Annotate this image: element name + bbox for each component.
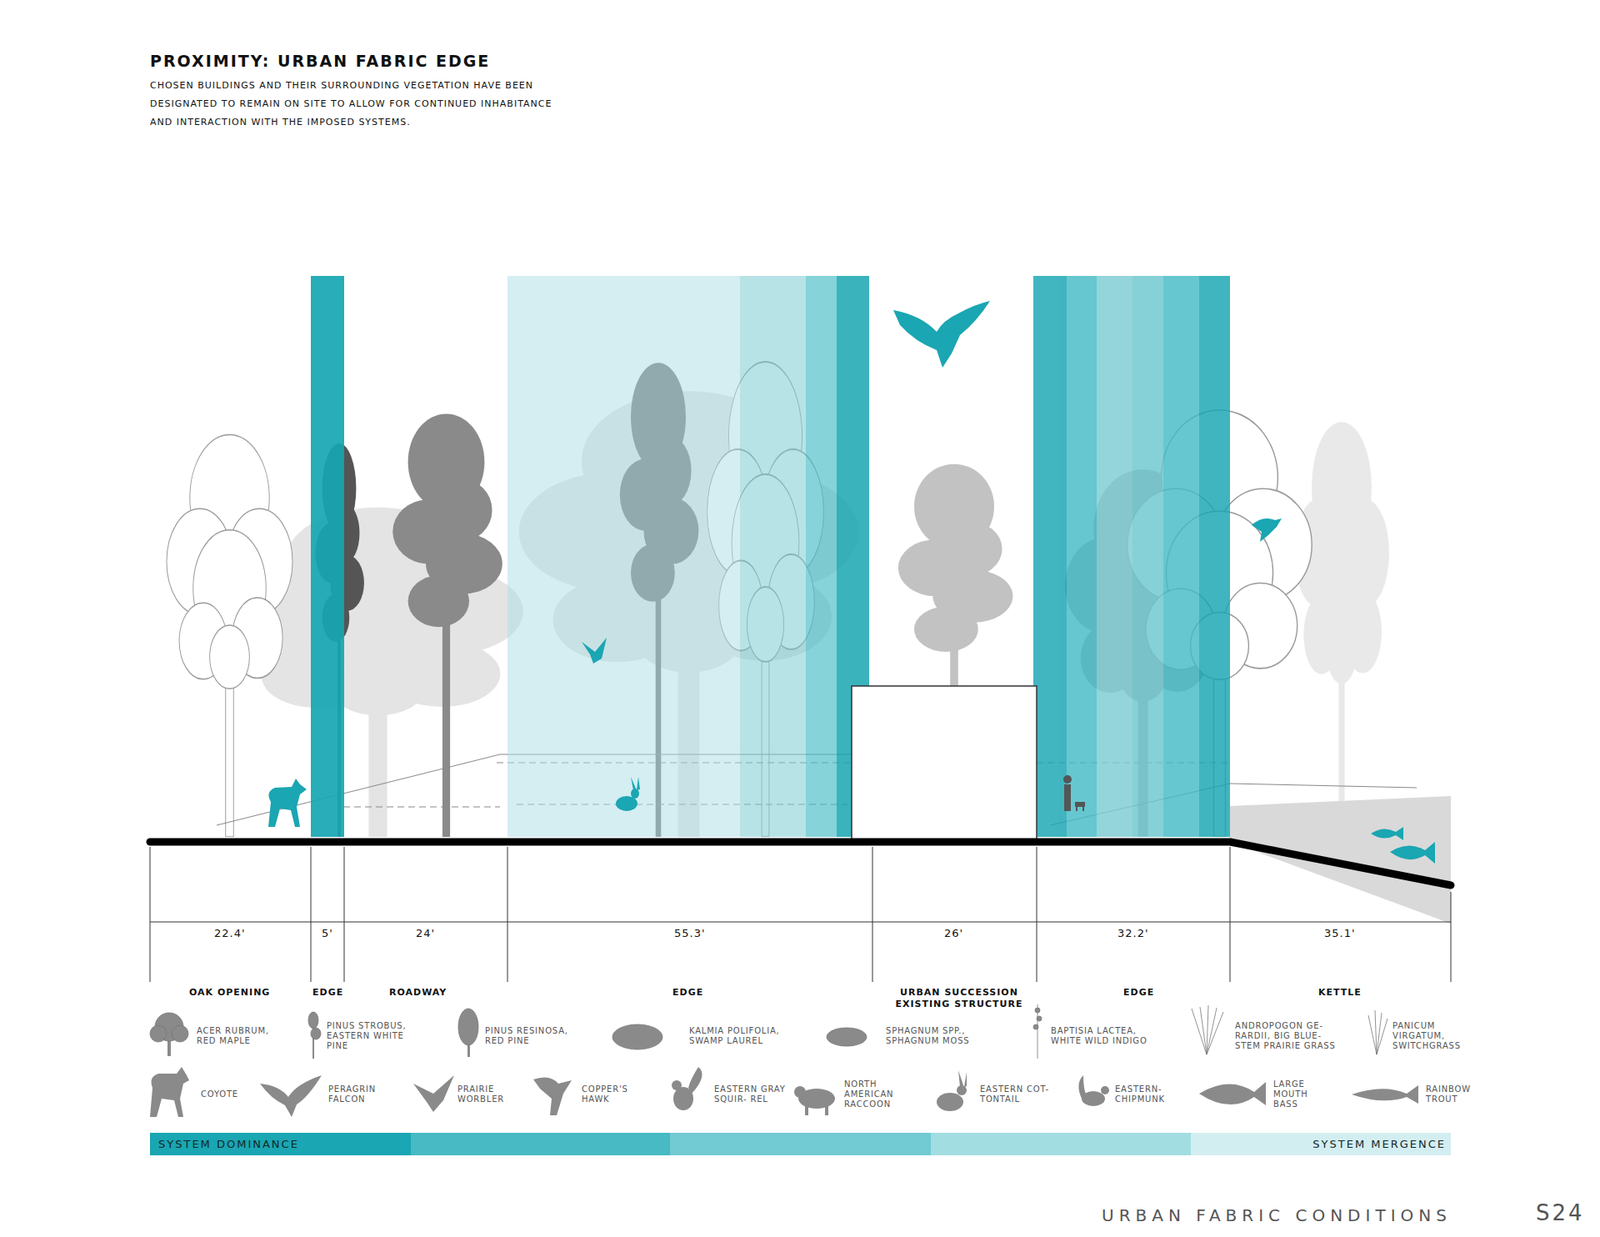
ground-line bbox=[150, 841, 1451, 885]
fauna-label: LARGE MOUTH BASS bbox=[1273, 1079, 1322, 1110]
species-label: BAPTISIA LACTEA, WHITE WILD INDIGO bbox=[1050, 1025, 1170, 1046]
legend-swatch: SYSTEM DOMINANCE bbox=[150, 1132, 411, 1155]
fauna-icon bbox=[150, 1066, 1419, 1117]
fauna-label: PRAIRIE WORBLER bbox=[457, 1084, 518, 1105]
person bbox=[1063, 775, 1085, 811]
zone-label: EDGE bbox=[1123, 986, 1155, 999]
species-label: PINUS STROBUS, EASTERN WHITE PINE bbox=[326, 1020, 422, 1051]
legend-swatch: SYSTEM MERGENCE bbox=[1190, 1132, 1451, 1155]
sheet-title: URBAN FABRIC CONDITIONS bbox=[1101, 1205, 1452, 1225]
tree bbox=[392, 413, 503, 837]
legend-label: SYSTEM MERGENCE bbox=[1190, 1132, 1451, 1155]
description-note: CHOSEN BUILDINGS AND THEIR SURROUNDING V… bbox=[150, 76, 571, 132]
dimension-label: 26' bbox=[944, 926, 964, 940]
dimension-label: 35.1' bbox=[1324, 926, 1356, 940]
fauna-label: EASTERN COT- TONTAIL bbox=[980, 1084, 1065, 1105]
tree bbox=[166, 434, 293, 837]
zone-label: EDGE bbox=[672, 986, 704, 999]
species-icon bbox=[150, 1004, 1388, 1059]
species-label: KALMIA POLIFOLIA, SWAMP LAUREL bbox=[689, 1025, 806, 1046]
edge-band bbox=[310, 275, 345, 837]
species-label: SPHAGNUM SPP., SPHAGNUM MOSS bbox=[885, 1025, 985, 1046]
dimension-label: 24' bbox=[415, 926, 435, 940]
fauna-label: PERAGRIN FALCON bbox=[328, 1084, 392, 1105]
dimension-label: 32.2' bbox=[1117, 926, 1150, 940]
tree bbox=[1294, 421, 1390, 837]
gradient-bar bbox=[410, 1132, 1192, 1155]
existing-structure bbox=[851, 685, 1037, 842]
zone-label: EDGE bbox=[312, 986, 344, 999]
species-label: PANICUM VIRGATUM, SWITCHGRASS bbox=[1392, 1020, 1473, 1051]
fauna-label: COPPER'S HAWK bbox=[581, 1084, 645, 1105]
zone-label: URBAN SUCCESSION EXISTING STRUCTURE bbox=[880, 986, 1039, 1010]
edge-band bbox=[507, 275, 870, 837]
zone-label: ROADWAY bbox=[389, 986, 447, 999]
species-label: ACER RUBRUM, RED MAPLE bbox=[196, 1025, 280, 1046]
species-label: PINUS RESINOSA, RED PINE bbox=[485, 1025, 590, 1046]
sheet-number: S24 bbox=[1535, 1200, 1585, 1225]
fauna-label: EASTERN GRAY SQUIR- REL bbox=[714, 1084, 791, 1105]
fauna-label: COYOTE bbox=[200, 1089, 260, 1100]
fauna-label: RAINBOW TROUT bbox=[1425, 1084, 1486, 1105]
dimension-label: 5' bbox=[321, 926, 334, 940]
animal-figure bbox=[268, 300, 1435, 864]
fauna-label: NORTH AMERICAN RACCOON bbox=[844, 1079, 910, 1110]
fauna-label: EASTERN- CHIPMUNK bbox=[1115, 1084, 1180, 1105]
diagram-title: PROXIMITY: URBAN FABRIC EDGE bbox=[150, 51, 490, 70]
edge-band bbox=[1033, 275, 1230, 837]
dimension-line bbox=[150, 846, 1451, 982]
zone-label: OAK OPENING bbox=[189, 986, 270, 999]
legend-label: SYSTEM DOMINANCE bbox=[150, 1132, 411, 1155]
dimension-label: 55.3' bbox=[674, 926, 706, 940]
species-label: ANDROPOGON GE- RARDII, BIG BLUE- STEM PR… bbox=[1235, 1020, 1350, 1051]
dimension-label: 22.4' bbox=[214, 926, 246, 940]
zone-label: KETTLE bbox=[1318, 986, 1362, 999]
